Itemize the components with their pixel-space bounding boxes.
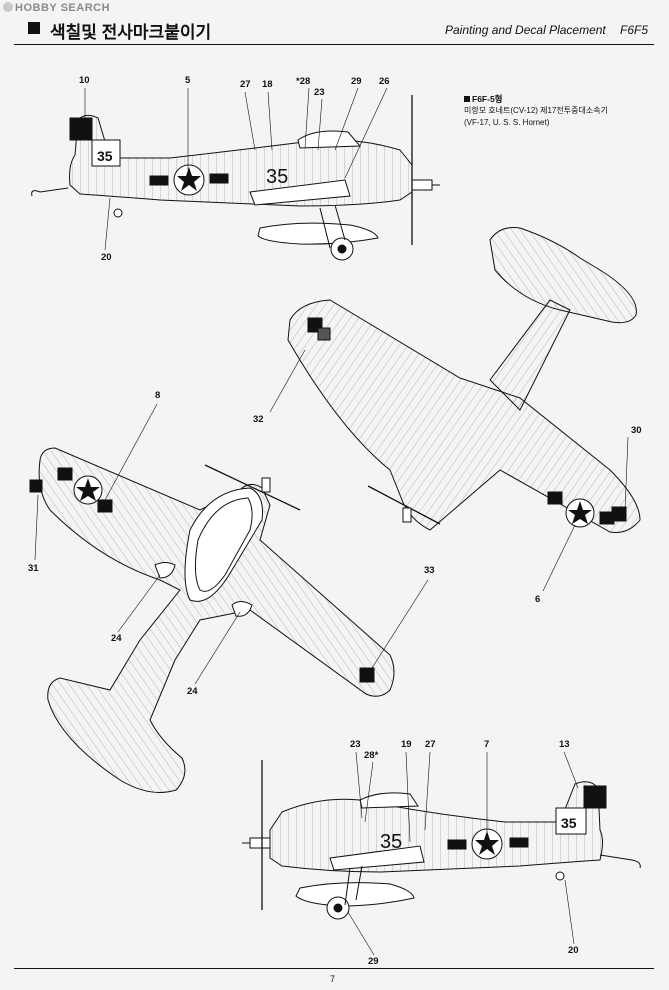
svg-text:35: 35 bbox=[97, 148, 113, 164]
callout-24-right: 24 bbox=[187, 686, 198, 697]
side-view-bottom: 35 35 bbox=[242, 760, 641, 920]
callout-24-left: 24 bbox=[111, 633, 122, 644]
callout-27-top: 27 bbox=[240, 79, 251, 90]
callout-10: 10 bbox=[79, 75, 90, 86]
variant-desc-ko: 미항모 호네트(CV-12) 제17전투중대소속기 bbox=[464, 106, 608, 115]
callout-23-bottom: 23 bbox=[350, 739, 361, 750]
callout-28-top: *28 bbox=[296, 76, 311, 87]
bullet-square-icon bbox=[464, 96, 470, 102]
callout-29-bottom: 29 bbox=[368, 956, 379, 967]
leader-lines-bottom bbox=[347, 751, 579, 956]
svg-text:35: 35 bbox=[266, 166, 288, 188]
svg-text:35: 35 bbox=[380, 831, 402, 853]
callout-30: 30 bbox=[631, 425, 642, 436]
callout-20-top: 20 bbox=[101, 252, 112, 263]
watermark-text: HOBBY SEARCH bbox=[15, 2, 111, 14]
page-header: 색칠및 전사마크붙이기 Painting and Decal Placement… bbox=[14, 18, 654, 45]
callout-27-bottom: 27 bbox=[425, 739, 436, 750]
underside-view bbox=[29, 447, 395, 793]
callout-13: 13 bbox=[559, 739, 570, 750]
leader-lines-underside bbox=[34, 403, 429, 685]
callout-29-top: 29 bbox=[351, 76, 362, 87]
callout-31: 31 bbox=[28, 563, 39, 574]
header-model: F6F5 bbox=[620, 23, 649, 37]
variant-info: F6F-5형 미항모 호네트(CV-12) 제17전투중대소속기 (VF-17,… bbox=[464, 93, 608, 129]
footer-rule bbox=[14, 968, 654, 969]
variant-title: F6F-5형 bbox=[472, 94, 503, 104]
header-square-icon bbox=[28, 22, 40, 34]
leader-lines-left bbox=[84, 87, 388, 251]
callout-26: 26 bbox=[379, 76, 390, 87]
callout-6: 6 bbox=[535, 594, 541, 605]
callout-7: 7 bbox=[484, 739, 490, 750]
callout-18: 18 bbox=[262, 79, 273, 90]
top-view-right bbox=[287, 227, 641, 533]
side-view-left: 35 35 bbox=[31, 95, 440, 261]
callout-33: 33 bbox=[424, 565, 435, 576]
page-number: 7 bbox=[330, 974, 336, 984]
svg-text:35: 35 bbox=[561, 815, 577, 831]
callout-5: 5 bbox=[185, 75, 191, 86]
watermark: HOBBY SEARCH bbox=[3, 2, 110, 14]
callout-8: 8 bbox=[155, 390, 161, 401]
header-title-korean: 색칠및 전사마크붙이기 bbox=[50, 23, 212, 42]
callout-32: 32 bbox=[253, 414, 264, 425]
watermark-logo-icon bbox=[3, 2, 13, 12]
variant-desc-en: (VF-17, U. S. S. Hornet) bbox=[464, 118, 550, 127]
header-title-english: Painting and Decal Placement bbox=[445, 23, 606, 37]
callout-20-bottom: 20 bbox=[568, 945, 579, 956]
callout-28-bottom: 28* bbox=[364, 750, 379, 761]
callout-23-top: 23 bbox=[314, 87, 325, 98]
callout-19: 19 bbox=[401, 739, 412, 750]
leader-lines-right bbox=[269, 349, 629, 592]
